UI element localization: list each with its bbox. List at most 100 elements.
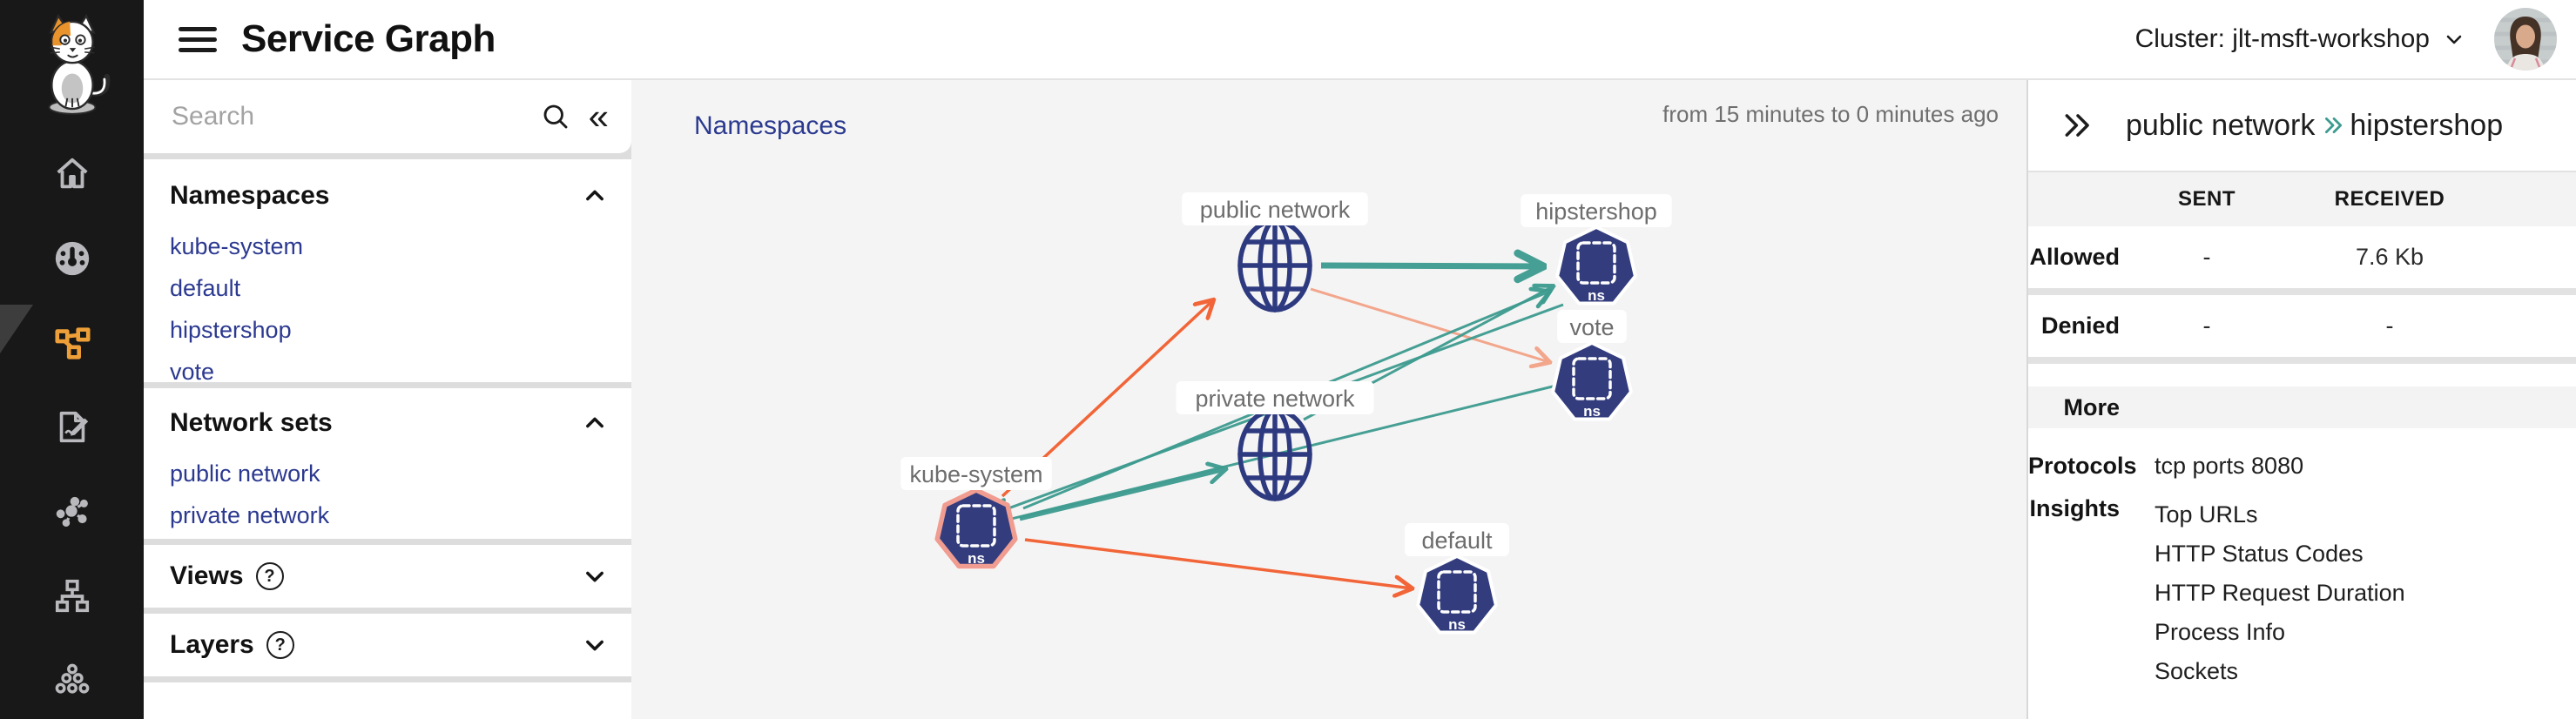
- graph-edge-public-network-hipstershop[interactable]: [1320, 265, 1542, 266]
- insights-label: Insights: [2029, 495, 2120, 521]
- nav-clusters-icon[interactable]: [51, 660, 93, 702]
- search-input[interactable]: [144, 102, 540, 131]
- page-title: Service Graph: [241, 17, 496, 60]
- graph-node-label: public network: [1200, 197, 1351, 223]
- sidebar-filler: [144, 682, 631, 719]
- cat-mascot-icon: [48, 14, 110, 115]
- column-received: RECEIVED: [2334, 187, 2445, 211]
- service-graph-canvas[interactable]: ns ns ns ns public network private network hi…: [631, 80, 2026, 719]
- allowed-received-value: 7.6 Kb: [2355, 244, 2424, 270]
- graph-node-vote[interactable]: ns: [1551, 341, 1633, 421]
- graph-view-label: Namespaces: [694, 111, 847, 140]
- graph-node-label-bg: [900, 457, 1052, 490]
- sidebar: Namespaces kube-system default hipstersh…: [144, 80, 631, 719]
- views-section-title: Views: [170, 561, 244, 590]
- graph-edge-public-network-vote[interactable]: [1310, 287, 1549, 362]
- graph-node-label-bg: [1405, 523, 1509, 556]
- help-icon[interactable]: [266, 631, 294, 659]
- brand-logo[interactable]: [0, 0, 144, 131]
- cluster-selector-label: Cluster: jlt-msft-workshop: [2134, 24, 2430, 53]
- namespaces-section-header[interactable]: Namespaces: [144, 173, 631, 218]
- allowed-sent-value: -: [2202, 244, 2211, 270]
- sidebar-item-kube-system[interactable]: kube-system: [170, 232, 304, 259]
- sidebar-item-public-network[interactable]: public network: [170, 460, 320, 487]
- row-label: Allowed: [2029, 244, 2120, 270]
- nav-policies-icon[interactable]: [51, 407, 93, 448]
- time-range-label: from 15 minutes to 0 minutes ago: [1662, 101, 1999, 127]
- insights-row: Insights Top URLs HTTP Status Codes HTTP…: [2028, 495, 2576, 691]
- graph-node-kube-system[interactable]: ns: [934, 487, 1018, 569]
- collapse-panel-icon[interactable]: [2061, 109, 2094, 142]
- svg-text:ns: ns: [968, 550, 985, 567]
- nav-home-icon[interactable]: [51, 153, 93, 195]
- more-section-header[interactable]: More: [2028, 386, 2576, 428]
- chevron-up-icon[interactable]: [583, 184, 607, 208]
- collapse-sidebar-icon[interactable]: [589, 98, 609, 135]
- cluster-selector[interactable]: Cluster: jlt-msft-workshop: [2135, 24, 2465, 54]
- insight-item: Process Info: [2155, 619, 2286, 645]
- insight-item: HTTP Status Codes: [2155, 541, 2364, 567]
- graph-node-label-bg: [1557, 310, 1627, 343]
- protocols-value: tcp ports 8080: [2155, 453, 2304, 479]
- nav-dashboard-icon[interactable]: [51, 238, 93, 279]
- protocols-label: Protocols: [2028, 453, 2137, 479]
- graph-node-label: vote: [1569, 314, 1614, 340]
- double-chevron-right-icon: [2322, 114, 2344, 137]
- sidebar-item-vote[interactable]: vote: [170, 358, 215, 385]
- graph-node-label-bg: [1182, 192, 1368, 225]
- hamburger-menu-icon[interactable]: [179, 26, 217, 52]
- table-row-allowed: Allowed - 7.6 Kb: [2028, 226, 2576, 288]
- graph-edge-kube-system-private-network[interactable]: [1019, 469, 1225, 521]
- divider: [2028, 288, 2576, 295]
- user-avatar[interactable]: [2494, 8, 2557, 71]
- graph-node-public-network[interactable]: [1237, 218, 1312, 312]
- divider: [2028, 357, 2576, 364]
- sidebar-item-private-network[interactable]: private network: [170, 501, 330, 528]
- sidebar-item-default[interactable]: default: [170, 274, 241, 301]
- breadcrumb: public network hipstershop: [2028, 80, 2576, 172]
- insight-item: HTTP Request Duration: [2155, 580, 2405, 606]
- graph-node-default[interactable]: ns: [1416, 554, 1498, 635]
- graph-node-label: default: [1421, 527, 1493, 554]
- help-icon[interactable]: [255, 562, 284, 590]
- insight-item: Sockets: [2155, 658, 2239, 684]
- chevron-up-icon[interactable]: [583, 411, 607, 435]
- graph-node-private-network[interactable]: [1237, 407, 1312, 501]
- views-section[interactable]: Views: [144, 545, 631, 608]
- svg-text:ns: ns: [1448, 616, 1466, 633]
- network-sets-section-title: Network sets: [170, 408, 333, 437]
- layers-section-title: Layers: [170, 630, 254, 659]
- nav-service-graph-icon[interactable]: [51, 322, 93, 364]
- details-panel: public network hipstershop SENT RECEIVED…: [2026, 80, 2576, 719]
- nav-rail: [0, 0, 144, 719]
- network-sets-section-header[interactable]: Network sets: [144, 400, 631, 446]
- graph-node-label-bg: [1521, 194, 1672, 227]
- chevron-down-icon[interactable]: [583, 564, 607, 588]
- table-row-denied: Denied - -: [2028, 295, 2576, 357]
- sidebar-search-card: [144, 80, 631, 153]
- sidebar-item-hipstershop[interactable]: hipstershop: [170, 316, 292, 343]
- insight-item: Top URLs: [2155, 501, 2258, 527]
- search-icon[interactable]: [540, 101, 571, 132]
- nav-endpoints-icon[interactable]: [51, 491, 93, 533]
- graph-node-hipstershop[interactable]: ns: [1555, 225, 1637, 306]
- chevron-down-icon[interactable]: [583, 633, 607, 657]
- top-bar: Service Graph Cluster: jlt-msft-workshop: [144, 0, 2576, 80]
- graph-node-label: private network: [1195, 386, 1355, 412]
- traffic-table-header: SENT RECEIVED: [2028, 172, 2576, 226]
- graph-node-label: hipstershop: [1535, 198, 1657, 225]
- svg-text:ns: ns: [1588, 287, 1605, 304]
- insights-list: Top URLs HTTP Status Codes HTTP Request …: [2155, 495, 2576, 691]
- layers-section[interactable]: Layers: [144, 614, 631, 676]
- network-sets-section: Network sets public network private netw…: [144, 388, 631, 539]
- namespaces-section-title: Namespaces: [170, 181, 330, 210]
- breadcrumb-target[interactable]: hipstershop: [2350, 108, 2504, 142]
- graph-svg: ns ns ns ns public network private network hi…: [900, 192, 1672, 635]
- nav-hierarchy-icon[interactable]: [51, 575, 93, 617]
- protocols-row: Protocols tcp ports 8080: [2028, 453, 2576, 480]
- column-sent: SENT: [2177, 187, 2235, 211]
- graph-edge-kube-system-default[interactable]: [1024, 538, 1412, 588]
- breadcrumb-source[interactable]: public network: [2126, 108, 2316, 142]
- namespaces-section: Namespaces kube-system default hipstersh…: [144, 159, 631, 385]
- rail-fold-decoration: [0, 305, 33, 353]
